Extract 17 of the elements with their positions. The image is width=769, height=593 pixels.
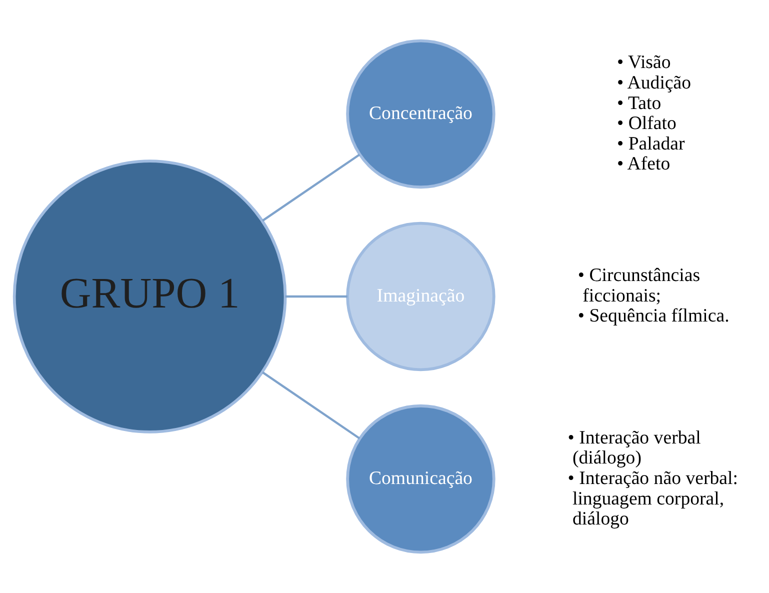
node-label: • Paladar — [617, 133, 685, 154]
node-label: • Afeto — [617, 154, 670, 175]
node-label: • Circunstâncias ficcionais; — [578, 265, 700, 306]
node-circle: Concentração — [346, 39, 496, 189]
node-label: • Tato — [617, 92, 662, 114]
node-label: • Interação verbal (diálogo) — [568, 427, 701, 469]
node-label: • Sequência fílmica. — [578, 306, 730, 327]
node-label: • Visão — [617, 52, 671, 74]
node-label: • Audição — [617, 72, 692, 94]
node-circle: GRUPO 1 — [12, 160, 287, 434]
node-label: • Interação não verbal: linguagem corporal, diálogo — [568, 468, 738, 530]
connector — [262, 371, 360, 440]
node-label: • Olfato — [617, 113, 676, 134]
connector — [285, 295, 348, 298]
node-circle: Imaginação — [346, 222, 496, 372]
node-circle: Comunicação — [346, 404, 496, 554]
connector — [262, 154, 360, 222]
